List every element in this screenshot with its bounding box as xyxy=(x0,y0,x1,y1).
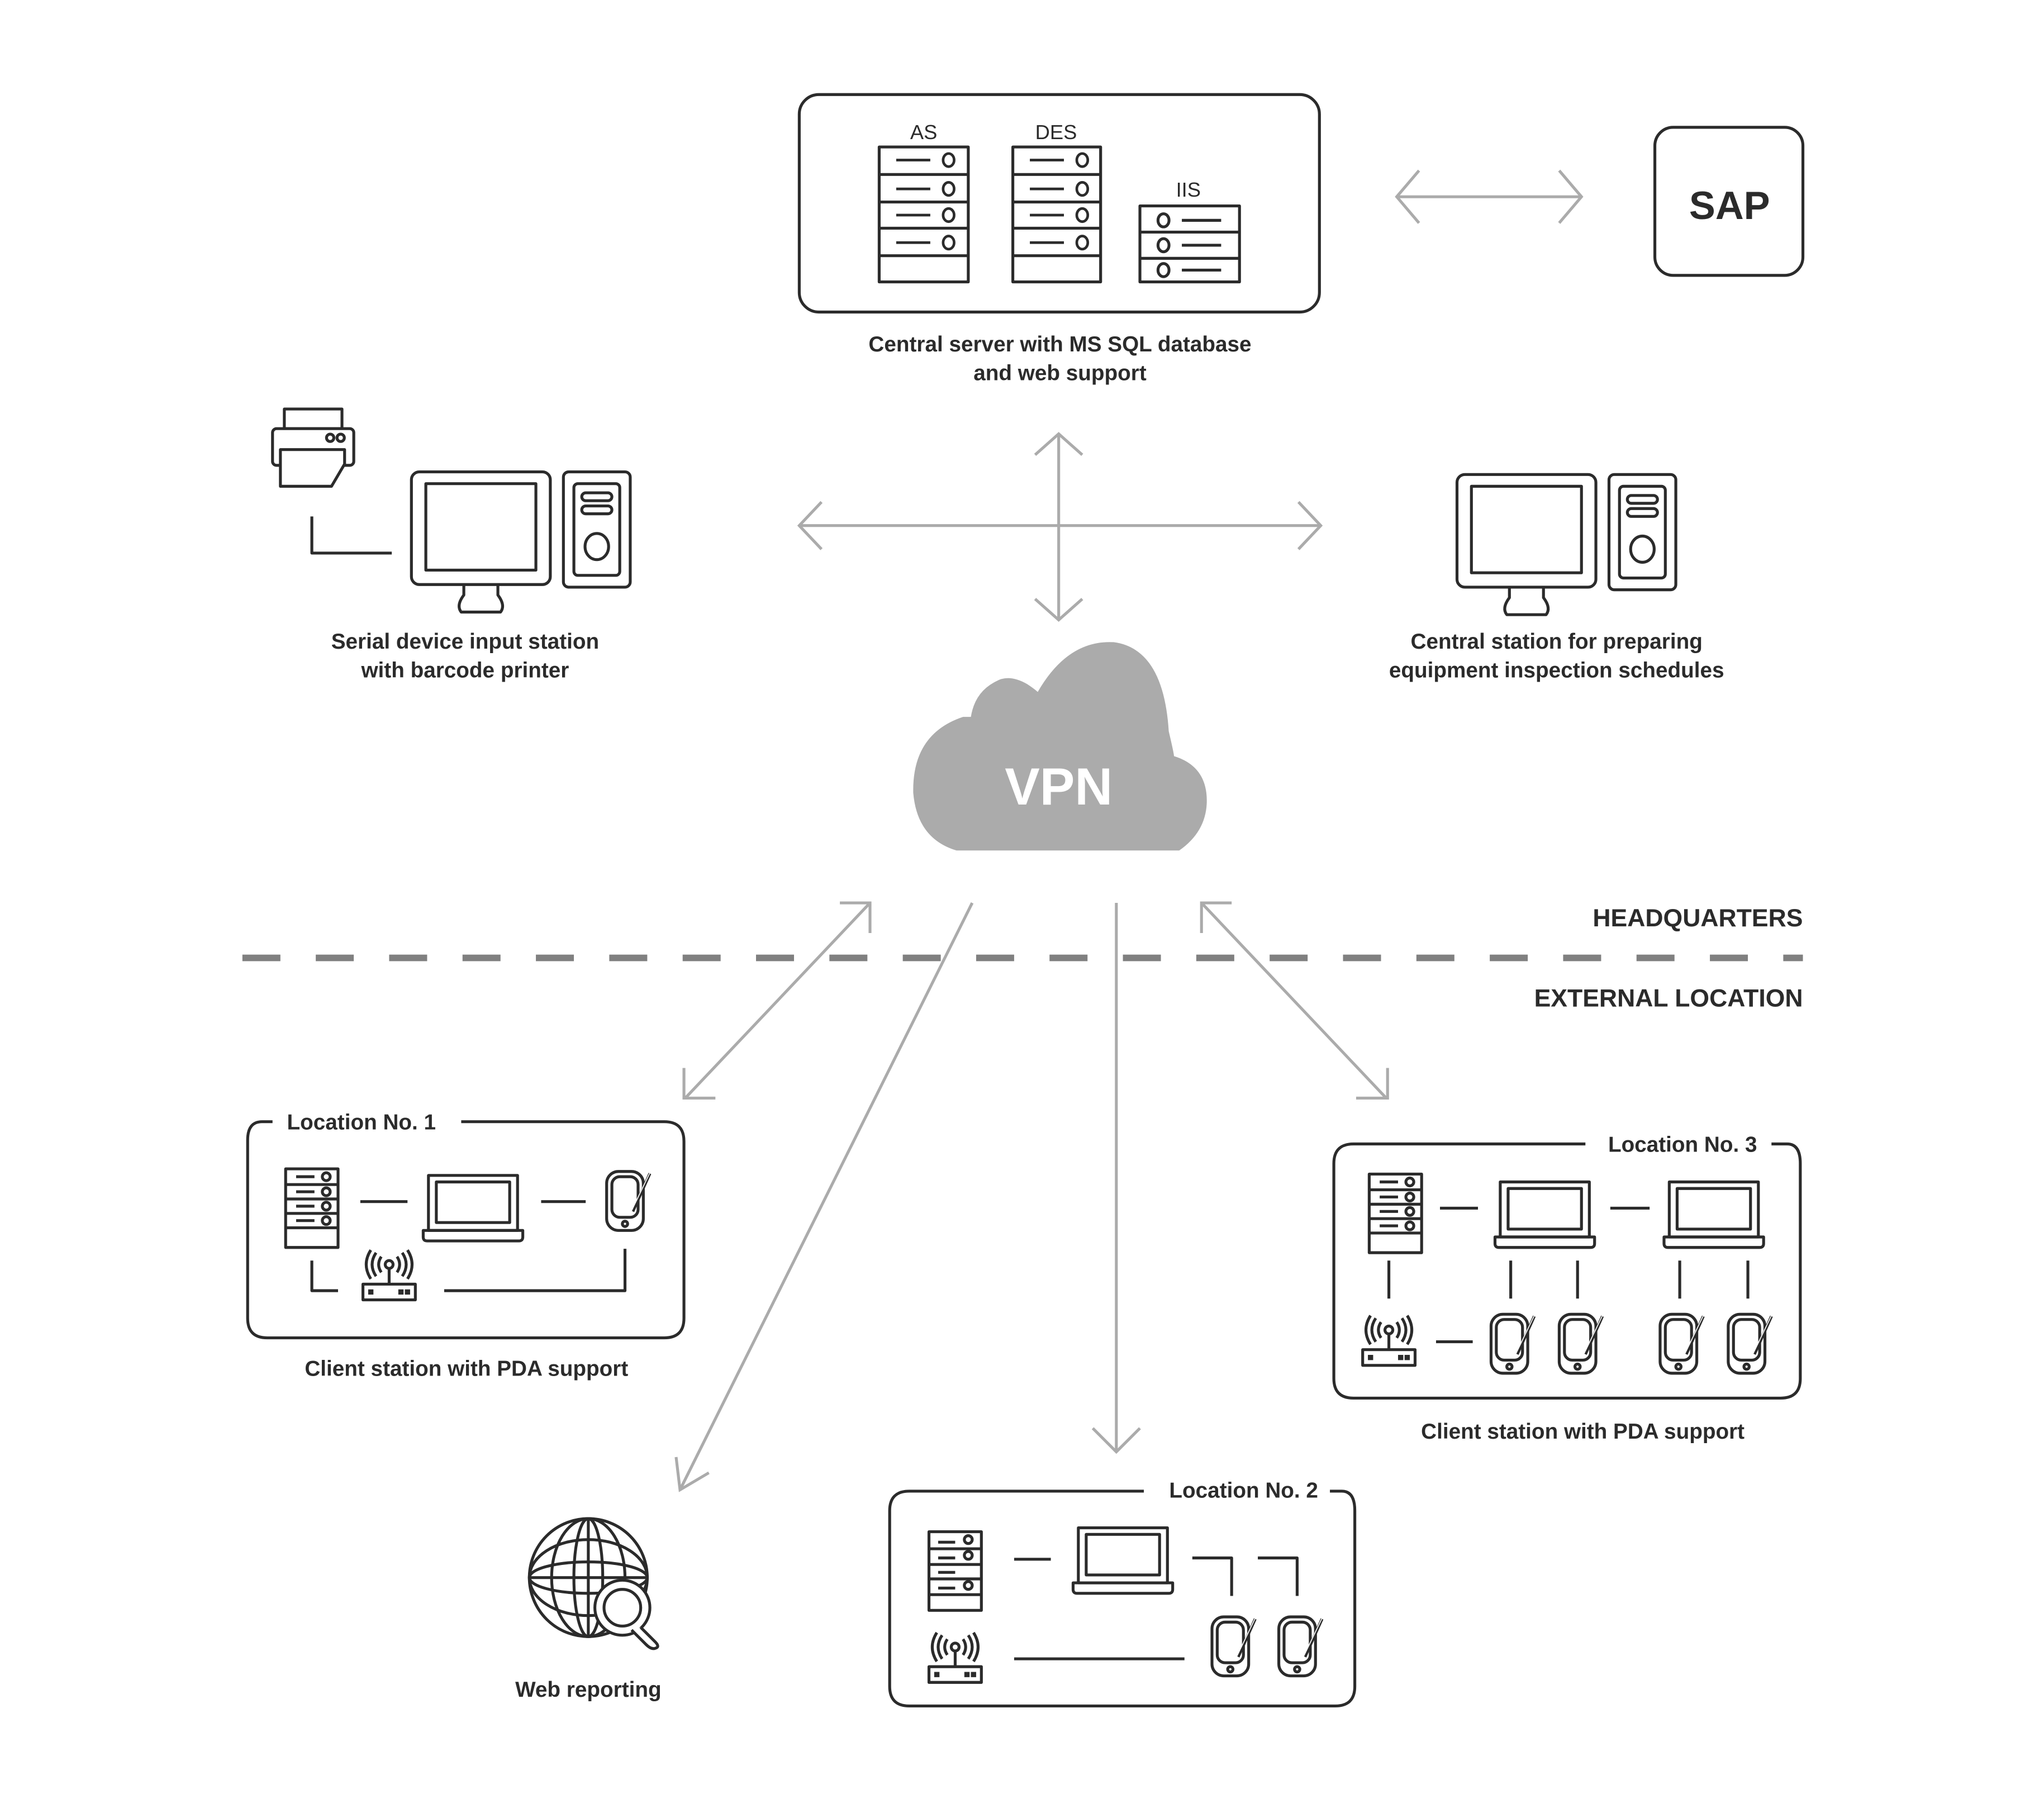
pda-icon xyxy=(1660,1314,1705,1373)
laptop-icon xyxy=(423,1176,522,1241)
pda-icon xyxy=(607,1172,652,1231)
pda-icon xyxy=(1279,1617,1324,1676)
location-1-title: Location No. 1 xyxy=(287,1111,436,1135)
server-icon xyxy=(286,1169,338,1248)
rack-as-label: AS xyxy=(910,121,937,144)
vpn-cloud[interactable]: VPN xyxy=(913,642,1207,851)
server-icon xyxy=(1011,145,1102,284)
pda-icon xyxy=(1728,1314,1773,1373)
laptop-icon xyxy=(1495,1182,1594,1248)
wifi-router-icon xyxy=(929,1633,982,1682)
headquarters-label: HEADQUARTERS xyxy=(1593,905,1803,932)
location-2-box xyxy=(888,1490,1357,1708)
link-vpn-web-reporting xyxy=(674,902,974,1492)
printer-connection-line xyxy=(310,516,392,555)
rack-iis: IIS xyxy=(1138,178,1241,284)
wifi-router-icon xyxy=(1363,1316,1415,1365)
central-station-caption-line2: equipment inspection schedules xyxy=(1389,659,1724,683)
web-reporting[interactable]: Web reporting xyxy=(515,1517,662,1702)
cloud-icon xyxy=(913,642,1207,851)
central-server-box[interactable] xyxy=(797,93,1321,314)
central-server-caption-line2: and web support xyxy=(973,361,1147,385)
sap-label: SAP xyxy=(1689,183,1770,227)
location-2-title: Location No. 2 xyxy=(1169,1479,1318,1503)
link-vpn-location1 xyxy=(682,901,872,1100)
pda-icon xyxy=(1212,1617,1257,1676)
rack-as: AS xyxy=(877,121,970,284)
location-3-caption: Client station with PDA support xyxy=(1421,1420,1744,1444)
rack-des-label: DES xyxy=(1035,121,1077,144)
location-3-title: Location No. 3 xyxy=(1608,1133,1757,1157)
sap-node[interactable]: SAP xyxy=(1653,126,1805,277)
sap-link-arrow xyxy=(1395,169,1584,224)
location-3-box xyxy=(1332,1142,1802,1400)
printer-icon xyxy=(271,407,355,488)
location-2[interactable]: Location No. 2 xyxy=(888,1479,1357,1708)
server-icon xyxy=(877,145,970,284)
laptop-icon xyxy=(1073,1528,1172,1593)
desktop-computer-icon xyxy=(411,472,630,612)
wifi-router-icon xyxy=(363,1250,416,1300)
laptop-icon xyxy=(1664,1182,1763,1248)
link-vpn-location3 xyxy=(1200,901,1389,1100)
external-location-label: EXTERNAL LOCATION xyxy=(1534,984,1803,1012)
server-icon xyxy=(1138,204,1241,284)
location-1-box xyxy=(246,1120,686,1340)
location-3[interactable]: Location No. 3 Client station with PDA s… xyxy=(1332,1133,1802,1444)
serial-station-caption-line1: Serial device input station xyxy=(331,630,599,654)
web-reporting-caption: Web reporting xyxy=(515,1678,662,1702)
desktop-computer-icon xyxy=(1457,474,1676,615)
server-icon xyxy=(1369,1174,1422,1253)
central-station-caption-line1: Central station for preparing xyxy=(1411,630,1703,654)
serial-station-caption-line2: with barcode printer xyxy=(360,659,569,683)
sap-box[interactable] xyxy=(1653,126,1805,277)
vpn-label: VPN xyxy=(1005,757,1113,816)
server-icon xyxy=(927,1530,983,1612)
location-1[interactable]: Location No. 1 Client station with PDA s… xyxy=(246,1111,686,1381)
rack-des: DES xyxy=(1011,121,1102,284)
globe-search-icon xyxy=(527,1517,659,1650)
pda-icon xyxy=(1559,1314,1604,1373)
central-station-group: Central station for preparing equipment … xyxy=(1389,474,1724,683)
link-vpn-location2 xyxy=(1091,903,1141,1454)
rack-iis-label: IIS xyxy=(1176,178,1201,201)
central-server-group: AS DES xyxy=(797,93,1321,385)
location-1-caption: Client station with PDA support xyxy=(305,1357,628,1381)
central-server-caption-line1: Central server with MS SQL database xyxy=(868,332,1251,356)
serial-station-group: Serial device input station with barcode… xyxy=(271,407,630,683)
pda-icon xyxy=(1491,1314,1536,1373)
hq-cross-arrows xyxy=(797,432,1323,622)
